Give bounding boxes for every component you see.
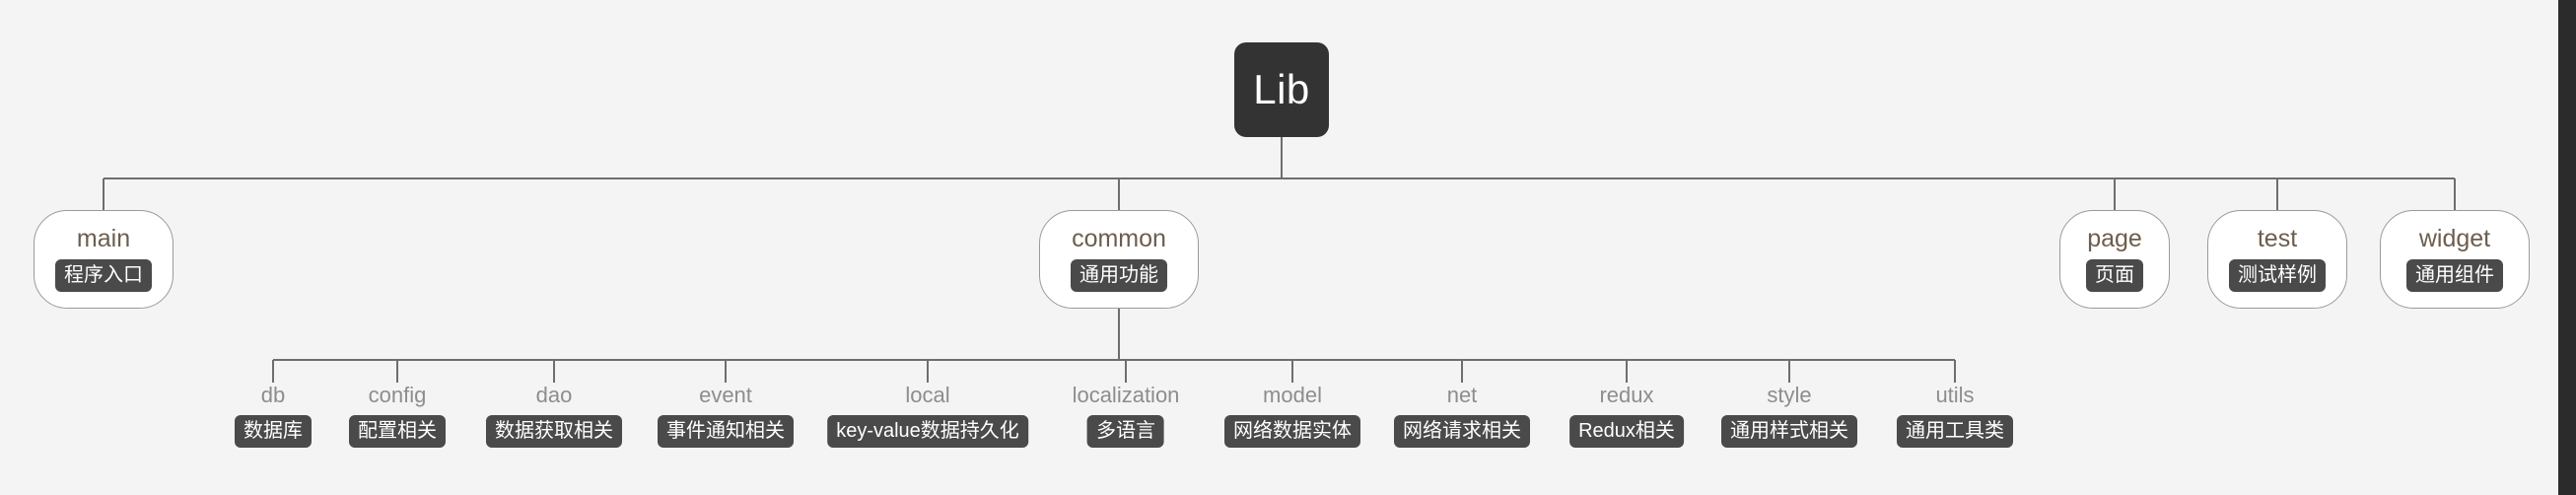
level3-node-badge: 通用样式相关 (1721, 415, 1857, 449)
level3-node-badge: 数据库 (235, 415, 312, 449)
level3-node-badge: 网络数据实体 (1224, 415, 1360, 449)
level2-node-test[interactable]: test 测试样例 (2207, 210, 2347, 309)
level2-node-widget[interactable]: widget 通用组件 (2380, 210, 2530, 309)
level3-node-title: event (699, 383, 752, 407)
level3-node-badge: 事件通知相关 (658, 415, 794, 449)
level2-node-badge: 通用组件 (2406, 259, 2503, 293)
level2-node-badge: 通用功能 (1071, 259, 1167, 293)
level3-node-title: db (260, 383, 286, 407)
level3-node-config[interactable]: config 配置相关 (349, 383, 446, 449)
level3-node-title: redux (1599, 383, 1654, 407)
level3-node-style[interactable]: style 通用样式相关 (1721, 383, 1857, 449)
level2-node-badge: 测试样例 (2229, 259, 2326, 293)
level3-node-event[interactable]: event 事件通知相关 (658, 383, 794, 449)
level3-node-title: local (905, 383, 950, 407)
level3-node-title: style (1767, 383, 1812, 407)
level3-node-badge: 配置相关 (349, 415, 446, 449)
level2-node-page[interactable]: page 页面 (2059, 210, 2170, 309)
level2-node-title: main (76, 224, 131, 252)
level3-node-badge: 网络请求相关 (1394, 415, 1530, 449)
level3-node-localization[interactable]: localization 多语言 (1072, 383, 1180, 449)
level3-node-badge: 数据获取相关 (486, 415, 622, 449)
level3-node-title: config (368, 383, 427, 407)
level2-node-title: widget (2418, 224, 2491, 252)
root-node-lib[interactable]: Lib (1234, 42, 1329, 137)
level3-node-badge: key-value数据持久化 (827, 415, 1028, 449)
level3-node-title: localization (1072, 383, 1180, 407)
level3-node-title: model (1263, 383, 1322, 407)
level3-node-badge: 通用工具类 (1897, 415, 2013, 449)
level2-node-badge: 程序入口 (55, 259, 152, 293)
level2-node-badge: 页面 (2086, 259, 2143, 293)
root-node-label: Lib (1253, 66, 1310, 112)
level2-node-main[interactable]: main 程序入口 (34, 210, 174, 309)
level3-node-title: utils (1935, 383, 1975, 407)
level3-node-title: net (1446, 383, 1478, 407)
level3-node-utils[interactable]: utils 通用工具类 (1897, 383, 2013, 449)
level2-node-title: test (2257, 224, 2298, 252)
level2-node-common[interactable]: common 通用功能 (1039, 210, 1199, 309)
level3-node-local[interactable]: local key-value数据持久化 (827, 383, 1028, 449)
level3-node-dao[interactable]: dao 数据获取相关 (486, 383, 622, 449)
level3-node-net[interactable]: net 网络请求相关 (1394, 383, 1530, 449)
level2-node-title: page (2087, 224, 2142, 252)
level3-node-db[interactable]: db 数据库 (235, 383, 312, 449)
level2-node-title: common (1072, 224, 1166, 252)
level3-node-badge: 多语言 (1087, 415, 1164, 449)
level3-node-model[interactable]: model 网络数据实体 (1224, 383, 1360, 449)
level3-node-badge: Redux相关 (1569, 415, 1684, 449)
level3-node-title: dao (535, 383, 573, 407)
